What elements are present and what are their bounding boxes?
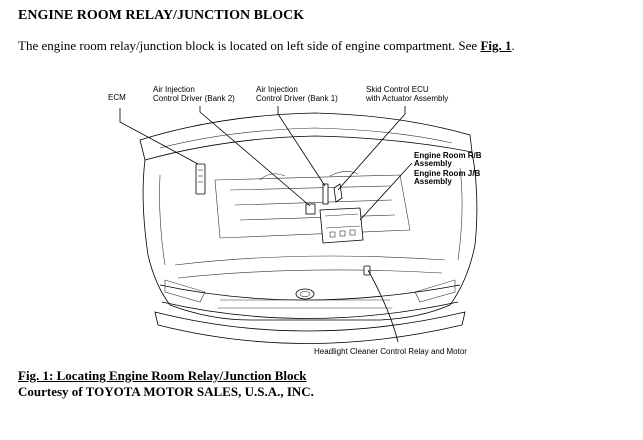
figure-caption: Fig. 1: Locating Engine Room Relay/Junct… — [18, 368, 307, 383]
engine-room-junction-block — [319, 207, 364, 244]
skid-control-ecu — [333, 183, 343, 203]
front-grille — [154, 279, 466, 344]
callout-air-bank2-line1: Air Injection — [153, 85, 195, 94]
callout-air-bank2-line2: Control Driver (Bank 2) — [153, 94, 235, 103]
callout-headlight-cleaner: Headlight Cleaner Control Relay and Moto… — [314, 347, 467, 356]
intro-end: . — [511, 38, 515, 53]
intro-text: The engine room relay/junction block is … — [18, 38, 481, 53]
headlight-cleaner-relay — [363, 265, 371, 276]
callout-skid-line1: Skid Control ECU — [366, 85, 429, 94]
callout-jb-line2: Assembly — [414, 177, 452, 186]
callout-rb-line2: Assembly — [414, 159, 452, 168]
callout-air-bank1-line2: Control Driver (Bank 1) — [256, 94, 338, 103]
ecm-component — [195, 163, 206, 195]
air-injection-driver-bank1 — [322, 183, 329, 205]
figure-credit: Courtesy of TOYOTA MOTOR SALES, U.S.A., … — [18, 384, 314, 399]
callout-rb-line1: Engine Room R/B — [414, 151, 482, 160]
intro-paragraph: The engine room relay/junction block is … — [18, 38, 515, 54]
leader-lines — [119, 106, 413, 343]
engine-compartment-diagram: ECM Air Injection Control Driver (Bank 2… — [108, 85, 482, 356]
air-injection-driver-bank2 — [305, 203, 316, 215]
figure-link[interactable]: Fig. 1 — [480, 38, 512, 53]
compartment-outline — [142, 151, 478, 321]
callout-jb-line1: Engine Room J/B — [414, 169, 480, 178]
callout-ecm: ECM — [108, 93, 126, 102]
page-title: ENGINE ROOM RELAY/JUNCTION BLOCK — [18, 8, 305, 23]
callout-skid-line2: with Actuator Assembly — [365, 94, 448, 103]
callout-air-bank1-line1: Air Injection — [256, 85, 298, 94]
